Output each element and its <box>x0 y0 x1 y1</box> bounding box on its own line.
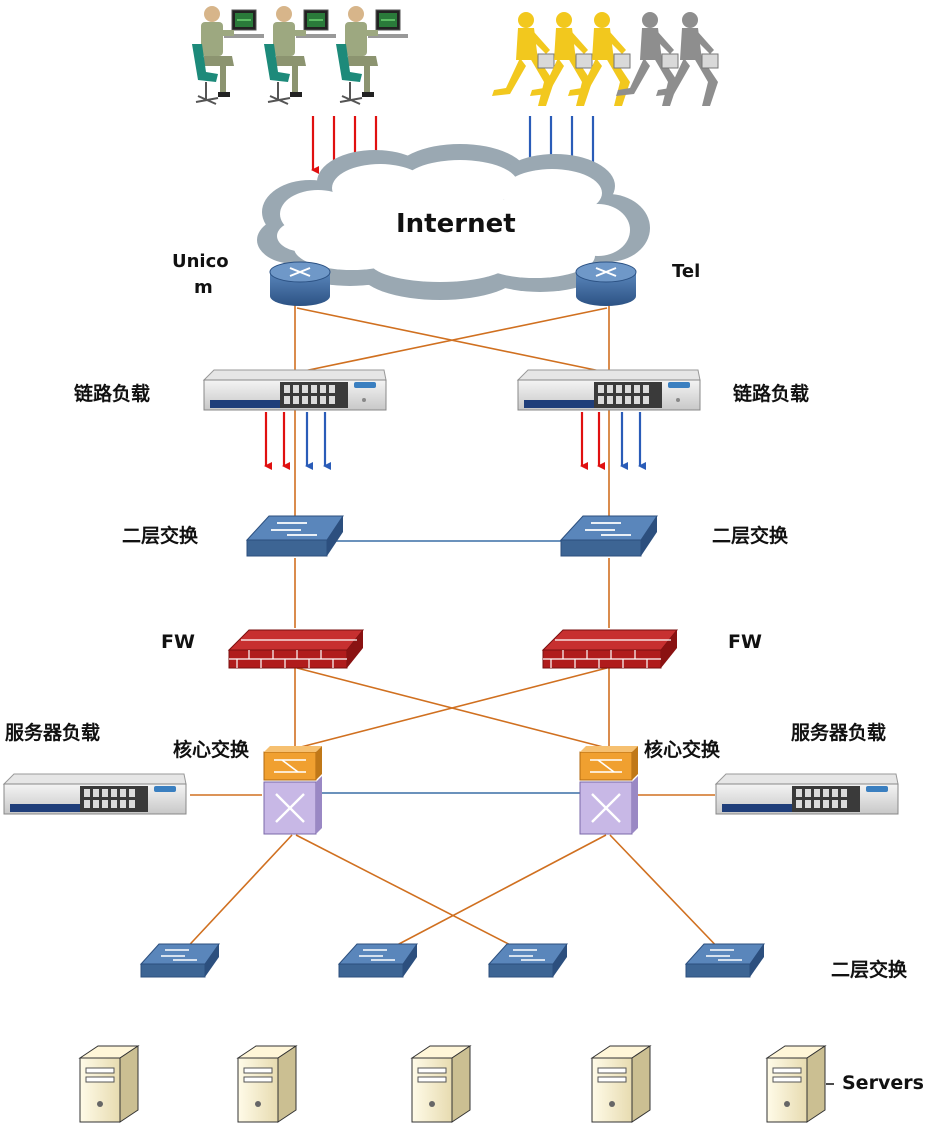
router-tel <box>575 261 637 306</box>
office-user-2 <box>264 6 336 105</box>
core-switch-left <box>263 746 322 835</box>
server-load-balancer-left <box>2 773 187 815</box>
access-switch-4 <box>684 943 765 978</box>
internet-cloud <box>257 144 650 300</box>
lb-left-traffic-arrows <box>264 412 331 470</box>
links <box>179 300 726 956</box>
firewall-right <box>541 629 679 669</box>
link-lb-label-right: 链路负载 <box>733 383 810 405</box>
server-3 <box>410 1045 472 1123</box>
link-lb-label-left: 链路负载 <box>74 383 151 405</box>
firewall-label-left: FW <box>161 631 195 653</box>
walking-user-5 <box>656 12 719 106</box>
mobile-users-group <box>492 12 719 106</box>
link-core-left-access-3 <box>295 834 531 956</box>
isp-tel-label: Tel <box>672 261 701 282</box>
servers-label: Servers <box>842 1072 924 1094</box>
link-core-left-access-1 <box>179 834 293 956</box>
internet-label: Internet <box>396 209 516 239</box>
walking-user-2 <box>530 12 593 106</box>
access-switch-2 <box>337 943 418 978</box>
firewall-label-right: FW <box>728 631 762 653</box>
access-switch-1 <box>139 943 220 978</box>
server-lb-label-left: 服务器负载 <box>5 722 101 744</box>
link-load-balancer-right <box>516 369 701 411</box>
server-5 <box>765 1045 827 1123</box>
l2-switch-top-right <box>559 515 658 557</box>
link-fw-right-core-left <box>296 667 608 749</box>
link-router-right-lb-left <box>298 307 608 373</box>
l2-switch-top-left <box>245 515 344 557</box>
isp-unicom-label: Unico m <box>172 249 229 301</box>
server-lb-label-right: 服务器负载 <box>791 722 887 744</box>
l2-switch-label-left: 二层交换 <box>122 525 199 547</box>
access-switch-3 <box>487 943 568 978</box>
server-1 <box>78 1045 140 1123</box>
office-user-1 <box>192 6 264 105</box>
server-4 <box>590 1045 652 1123</box>
link-core-right-access-2 <box>377 834 607 956</box>
core-switch-label-right: 核心交换 <box>644 739 721 761</box>
office-users-group <box>192 6 408 105</box>
server-load-balancer-right <box>714 773 899 815</box>
lb-right-traffic-arrows <box>580 412 646 470</box>
core-switch-label-left: 核心交换 <box>173 739 250 761</box>
isp-unicom-label-line-2: m <box>194 277 213 298</box>
link-load-balancer-left <box>202 369 387 411</box>
core-switch-right <box>579 746 638 835</box>
server-2 <box>236 1045 298 1123</box>
link-core-right-access-4 <box>609 834 726 956</box>
office-user-3 <box>336 6 408 105</box>
l2-switch-label-right: 二层交换 <box>712 525 789 547</box>
isp-unicom-label-line-1: Unico <box>172 251 229 272</box>
firewall-left <box>227 629 365 669</box>
router-unicom <box>269 261 331 306</box>
access-switch-label: 二层交换 <box>831 959 908 981</box>
ha-links <box>322 540 580 794</box>
